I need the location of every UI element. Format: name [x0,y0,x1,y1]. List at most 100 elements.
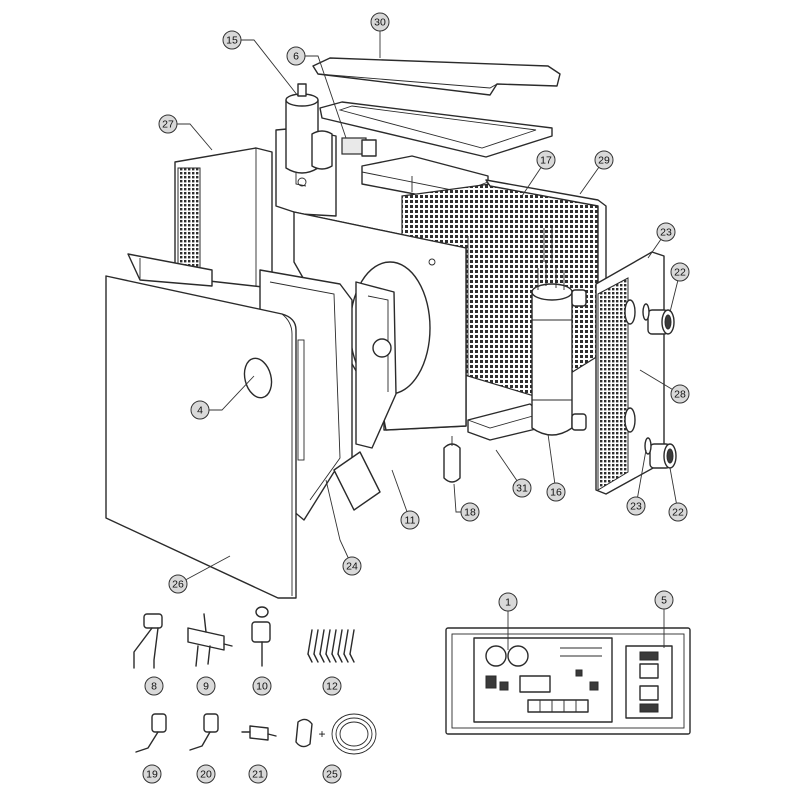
callout-21: 21 [248,764,268,784]
callout-bubble [670,384,690,404]
callout-number: 9 [203,681,209,693]
callout-number: 25 [326,769,338,781]
callout-6: 6 [286,46,306,66]
callout-4: 4 [190,400,210,420]
fan-motor-bracket [355,281,397,449]
contactor-module [625,645,673,719]
filter-drier [443,436,461,483]
callout-31: 31 [512,478,532,498]
callout-20: 20 [196,764,216,784]
part-20-pressure-switch [189,713,219,751]
callout-8: 8 [144,676,164,696]
callout-bubble [370,12,390,32]
viewing-window [243,357,273,399]
callout-number: 10 [256,681,268,693]
part-10-expansion-valve [251,606,271,667]
callout-number: 17 [540,155,552,167]
water-condenser-tank [531,226,587,436]
water-connection-lower [649,443,677,469]
compressor [275,83,337,217]
base-tray [467,403,541,441]
part-19-pressure-switch [135,713,167,753]
top-cover [312,57,561,96]
callout-number: 1 [505,597,511,609]
callout-number: 21 [252,769,264,781]
callout-23: 23 [626,496,646,516]
gasket-lower [644,437,652,455]
callout-bubble [286,46,306,66]
callout-bubble [626,496,646,516]
callout-bubble [322,764,342,784]
callout-29: 29 [594,150,614,170]
callout-22: 22 [668,502,688,522]
callout-number: 23 [660,227,672,239]
callout-17: 17 [536,150,556,170]
callout-number: 4 [197,405,203,417]
callout-bubble [342,556,362,576]
callout-26: 26 [168,574,188,594]
callout-16: 16 [546,482,566,502]
part-9-four-way-valve [187,613,233,667]
callout-number: 12 [326,681,338,693]
gasket-upper [642,303,650,321]
callout-1: 1 [498,592,518,612]
callout-bubble [546,482,566,502]
part-8-valve [133,613,163,669]
callout-number: 30 [374,17,386,29]
callout-bubble [168,574,188,594]
callout-12: 12 [322,676,342,696]
callout-28: 28 [670,384,690,404]
top-frame [319,101,553,158]
inner-front-frame [127,253,213,287]
callout-number: 29 [598,155,610,167]
callout-bubble [594,150,614,170]
callout-bubble [654,590,674,610]
callout-15: 15 [222,30,242,50]
callout-number: 28 [674,389,686,401]
callout-bubble [400,510,420,530]
callout-bubble [460,502,480,522]
callout-27: 27 [158,114,178,134]
main-pcb [473,637,613,723]
callout-bubble [142,764,162,784]
callout-bubble [252,676,272,696]
callout-number: 8 [151,681,157,693]
callout-bubble [190,400,210,420]
callout-bubble [498,592,518,612]
callout-number: 23 [630,501,642,513]
callout-number: 27 [162,119,174,131]
callout-number: 5 [661,595,667,607]
callout-bubble [670,262,690,282]
callout-9: 9 [196,676,216,696]
callout-bubble [144,676,164,696]
callout-24: 24 [342,556,362,576]
front-panel [105,275,305,599]
water-connection-upper [647,309,675,335]
callout-number: 16 [550,487,562,499]
callout-bubble [158,114,178,134]
callout-number: 18 [464,507,476,519]
callout-bubble [668,502,688,522]
callout-bubble [196,676,216,696]
part-25-water-hose [295,713,377,755]
callout-22: 22 [670,262,690,282]
callout-number: 31 [516,483,528,495]
callout-25: 25 [322,764,342,784]
callout-number: 22 [672,507,684,519]
part-12-sensors [307,629,355,663]
callout-number: 11 [405,515,416,527]
callout-number: 20 [200,769,212,781]
callout-10: 10 [252,676,272,696]
callout-bubble [248,764,268,784]
callout-bubble [512,478,532,498]
callout-number: 15 [226,35,238,47]
part-21-flow-switch [241,725,277,741]
callout-11: 11 [400,510,420,530]
callout-18: 18 [460,502,480,522]
callout-bubble [196,764,216,784]
callout-number: 6 [293,51,299,63]
callout-number: 19 [146,769,158,781]
